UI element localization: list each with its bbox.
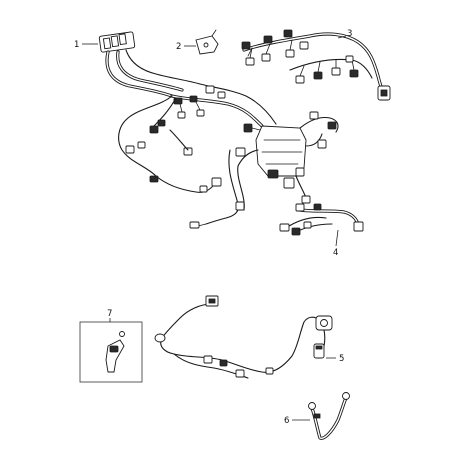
callout-2: 2 bbox=[176, 42, 181, 52]
callout-leaders bbox=[82, 35, 347, 421]
part-3-injector-harness bbox=[241, 29, 391, 101]
callout-labels: 1 2 3 4 5 6 7 bbox=[74, 29, 352, 426]
callout-7: 7 bbox=[107, 309, 112, 319]
callout-6: 6 bbox=[284, 416, 289, 426]
part-7-sensor-box bbox=[79, 321, 143, 383]
part-7-sensor bbox=[105, 331, 125, 373]
part-1-central-module bbox=[255, 125, 307, 189]
callout-5: 5 bbox=[339, 354, 344, 364]
part-4-sub-harness bbox=[279, 203, 364, 236]
callout-3: 3 bbox=[347, 29, 352, 39]
part-2-bracket bbox=[195, 29, 219, 55]
part-5-lower-harness bbox=[154, 295, 333, 379]
callout-1: 1 bbox=[74, 40, 79, 50]
part-1-main-engine-harness bbox=[98, 31, 339, 229]
part-1-connector-block bbox=[98, 31, 136, 53]
callout-4: 4 bbox=[333, 248, 338, 258]
part-6-ground-strap bbox=[308, 392, 350, 440]
